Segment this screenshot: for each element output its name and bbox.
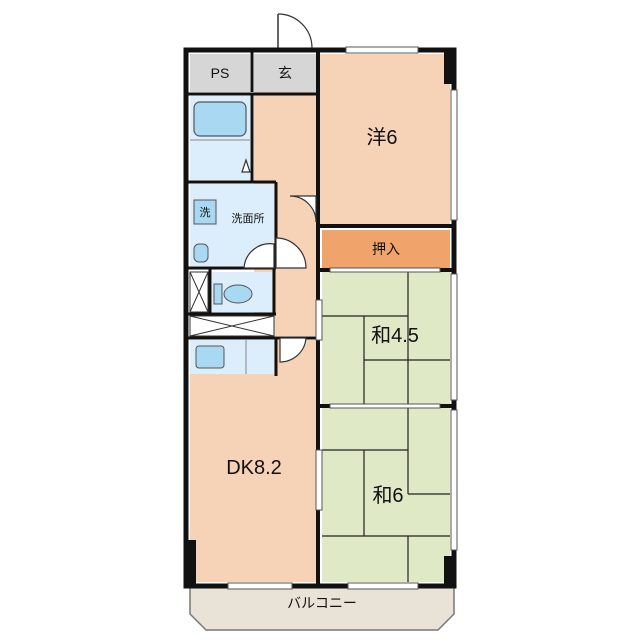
tatami-lines-large [322, 408, 450, 582]
interior-doors [241, 158, 317, 363]
ps-label: PS [211, 65, 230, 81]
japanese-room-large [322, 408, 450, 582]
wall-posts [186, 50, 454, 586]
tatami-lines-small [322, 272, 450, 404]
japanese-large-label: 和6 [372, 484, 403, 507]
washbasin-icon [193, 243, 209, 263]
dining-kitchen [190, 340, 316, 582]
washing-machine-icon [193, 199, 217, 225]
entrance-door [277, 13, 313, 49]
western-room-label: 洋6 [366, 126, 397, 149]
entrance-label: 玄 [278, 65, 292, 81]
toilet-icon [213, 283, 253, 305]
entrance-area [254, 54, 316, 92]
hall-storage-icon [189, 315, 275, 337]
washroom-label: 洗面所 [232, 212, 265, 225]
dining-kitchen-label: DK8.2 [226, 457, 282, 479]
storage-cross-icon [189, 271, 209, 313]
windows [227, 46, 458, 590]
bathtub-icon [193, 101, 247, 137]
balcony-label: バルコニー [287, 595, 357, 611]
japanese-small-label: 和4.5 [371, 324, 419, 347]
closet [322, 230, 450, 268]
sliding-doors [315, 267, 441, 511]
ps-room [190, 54, 250, 92]
closet-label: 押入 [372, 241, 400, 257]
washer-label: 洗 [200, 206, 211, 219]
japanese-room-small [322, 272, 450, 404]
sink-icon [195, 345, 225, 369]
western-room [320, 54, 450, 224]
